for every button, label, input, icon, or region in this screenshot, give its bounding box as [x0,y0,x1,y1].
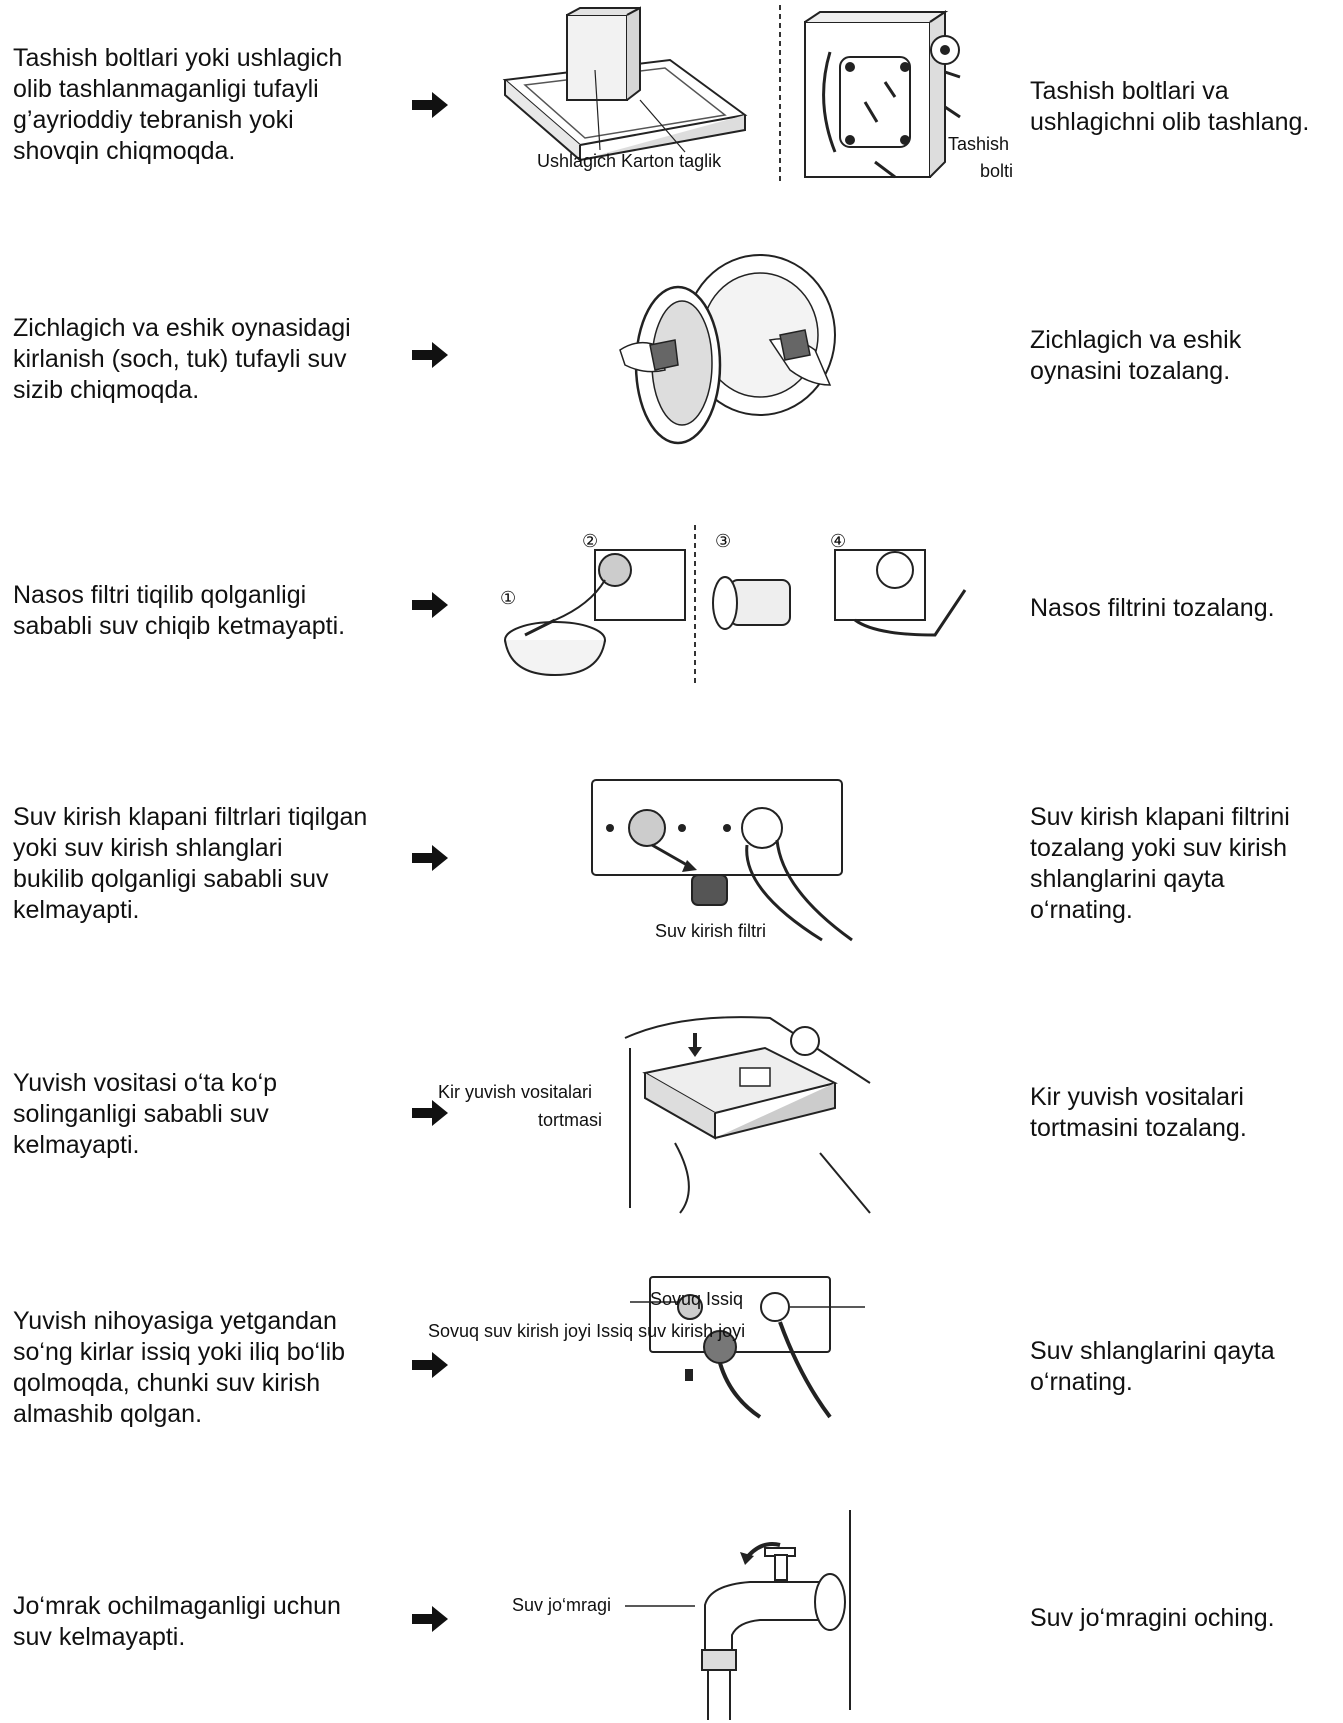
water-tap-label: Suv jo‘mragi [512,1595,612,1615]
row-transport-bolts: Tashish boltlari yoki ushlagich olib tas… [0,40,1343,190]
pump-filter-illustration [495,525,995,690]
arrow-right-icon [410,1350,450,1380]
solution-text: Suv shlanglarini qayta o‘rnating. [1030,1337,1275,1396]
arrow-right-icon [410,1604,450,1634]
cause-text: Yuvish nihoyasiga yetgandan so‘ng kirlar… [13,1307,346,1428]
door-glass-cleaning-illustration [620,255,860,455]
step-2-label: ② [582,531,599,551]
inlet-filter-illustration [592,780,892,945]
cold-hot-label: Sovuq Issiq [650,1289,744,1309]
arrow-right-icon [410,90,450,120]
cause-text: Tashish boltlari yoki ushlagich olib tas… [13,44,343,165]
row-door-seal: Zichlagich va eshik oynasidagi kirlanish… [0,310,1343,460]
arrow-right-icon [410,843,450,873]
solution-text: Tashish boltlari va ushlagichni olib tas… [1030,77,1310,136]
step-4-label: ④ [830,531,847,551]
transport-bolt-label-2: bolti [980,161,1014,181]
solution-text: Suv kirish klapani filtrini tozalang yok… [1030,803,1290,924]
arrow-right-icon [410,590,450,620]
cause-text: Nasos filtri tiqilib qolganligi sababli … [13,581,346,640]
tap-label-leader-line [625,1604,695,1608]
row-hose-swap: Yuvish nihoyasiga yetgandan so‘ng kirlar… [0,1305,1343,1445]
row-water-tap: Jo‘mrak ochilmaganligi uchun suv kelmaya… [0,1590,1343,1720]
cause-text: Yuvish vositasi o‘ta ko‘p solinganligi s… [13,1069,278,1159]
packing-base-illustration [500,40,760,180]
solution-text: Nasos filtrini tozalang. [1030,594,1275,622]
transport-bolt-label-1: Tashish [948,134,1010,154]
inlet-filter-label: Suv kirish filtri [655,921,767,941]
holder-base-label: Ushlagich Karton taglik [537,151,722,171]
solution-text: Suv jo‘mragini oching. [1030,1604,1275,1632]
cause-text: Suv kirish klapani filtrlari tiqilgan yo… [13,803,368,924]
drawer-label-1: Kir yuvish vositalari [438,1082,593,1102]
solution-text: Zichlagich va eshik oynasini tozalang. [1030,326,1242,385]
row-detergent-drawer: Yuvish vositasi o‘ta ko‘p solinganligi s… [0,1068,1343,1218]
inlets-label: Sovuq suv kirish joyi Issiq suv kirish j… [428,1321,746,1341]
row-pump-filter: Nasos filtri tiqilib qolganligi sababli … [0,580,1343,700]
row-inlet-filter: Suv kirish klapani filtrlari tiqilgan yo… [0,800,1343,960]
washer-back-bolts-illustration [805,12,1025,192]
divider-line [778,5,782,185]
detergent-drawer-illustration [620,1013,870,1213]
cause-text: Jo‘mrak ochilmaganligi uchun suv kelmaya… [13,1592,341,1651]
step-3-label: ③ [715,531,732,551]
drawer-label-2: tortmasi [538,1110,603,1130]
arrow-right-icon [410,340,450,370]
step-1-label: ① [500,588,517,608]
cause-text: Zichlagich va eshik oynasidagi kirlanish… [13,314,351,404]
hose-inlets-illustration [650,1277,870,1417]
solution-text: Kir yuvish vositalari tortmasini tozalan… [1030,1083,1247,1142]
water-tap-illustration [690,1510,870,1720]
